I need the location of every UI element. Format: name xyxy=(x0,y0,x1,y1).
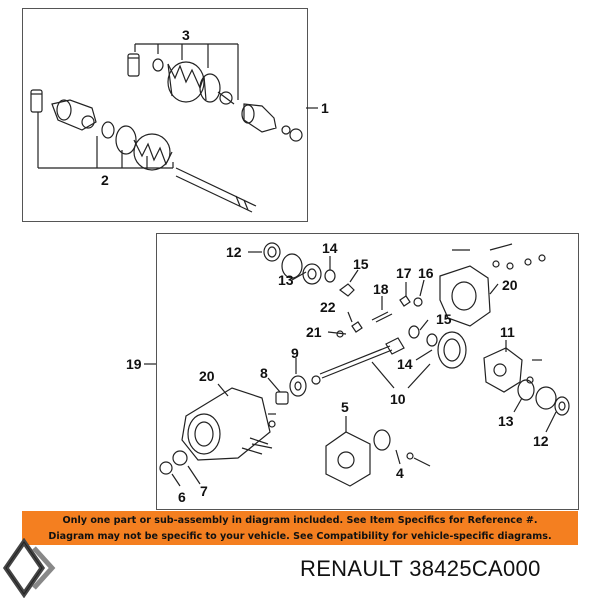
callout-number-2: 2 xyxy=(101,172,109,188)
clamp-ring-top-1 xyxy=(152,58,164,72)
callout-number-20-left: 20 xyxy=(199,368,215,384)
callout-2-bracket xyxy=(37,112,174,169)
callout-number-21: 21 xyxy=(306,324,322,340)
callout-20b-leader xyxy=(217,383,229,397)
spider-assembly-top xyxy=(217,91,235,105)
callout-13b-leader xyxy=(513,397,523,413)
callout-number-15-mid: 15 xyxy=(436,311,452,327)
callout-number-9: 9 xyxy=(291,345,299,361)
callout-number-14-mid: 14 xyxy=(397,356,413,372)
callout-number-14-top: 14 xyxy=(322,240,338,256)
callout-number-18: 18 xyxy=(373,281,389,297)
ring-gear-10 xyxy=(437,331,467,369)
companion-flange-9 xyxy=(289,375,307,397)
callout-14b-leader xyxy=(415,349,433,361)
callout-16-leader xyxy=(419,279,425,297)
disclaimer-banner: Only one part or sub-assembly in diagram… xyxy=(22,511,578,545)
disclaimer-line-2: Diagram may not be specific to your vehi… xyxy=(48,531,552,542)
spider-assembly-bottom xyxy=(81,115,95,129)
callout-number-13-top: 13 xyxy=(278,272,294,288)
callout-number-3: 3 xyxy=(182,27,190,43)
callout-15b-leader xyxy=(419,319,429,331)
stud-18 xyxy=(371,311,393,323)
bolt-15-top xyxy=(339,283,355,297)
callout-number-17: 17 xyxy=(396,265,412,281)
differential-panel xyxy=(156,233,579,510)
disclaimer-line-1: Only one part or sub-assembly in diagram… xyxy=(62,515,538,526)
callout-number-1: 1 xyxy=(321,100,329,116)
callout-number-13-bottom: 13 xyxy=(498,413,514,429)
callout-number-15-top: 15 xyxy=(353,256,369,272)
rear-cover-5 xyxy=(325,431,371,487)
spacer-15b xyxy=(408,325,420,339)
shim-13-bottom xyxy=(517,379,535,401)
washer-16 xyxy=(413,297,423,307)
shim-13-top xyxy=(281,253,303,279)
callout-number-12-bottom: 12 xyxy=(533,433,549,449)
bolt-21 xyxy=(336,330,344,338)
callout-number-8: 8 xyxy=(260,365,268,381)
washer-9b xyxy=(311,375,321,385)
callout-12b-leader xyxy=(545,411,557,433)
plug-7 xyxy=(172,450,188,466)
callout-8-leader xyxy=(267,377,281,393)
clamp-ring-top-2 xyxy=(199,73,221,103)
bearing-race-top xyxy=(324,269,336,283)
callout-number-5: 5 xyxy=(341,399,349,415)
brand-name: RENAULT xyxy=(300,556,403,581)
seal-12-bottom xyxy=(554,396,570,416)
callout-number-11: 11 xyxy=(500,324,515,340)
nut-17 xyxy=(399,295,411,307)
brand-part-label: RENAULT 38425CA000 xyxy=(300,556,541,582)
callout-3-bracket xyxy=(134,43,239,100)
seal-12-top xyxy=(263,242,281,262)
callout-15a-leader xyxy=(349,269,359,283)
callout-10-bracket xyxy=(371,361,431,389)
outer-joint-housing-top xyxy=(241,103,277,133)
axle-shaft-bottom xyxy=(175,167,257,213)
clamp-ring-bottom-2 xyxy=(115,125,137,155)
callout-number-20-top: 20 xyxy=(502,277,518,293)
callout-6-leader xyxy=(171,473,181,487)
callout-number-22: 22 xyxy=(320,299,336,315)
snap-ring-top xyxy=(281,125,291,135)
clamp-ring-bottom-1 xyxy=(101,121,115,139)
washer-6 xyxy=(159,461,173,475)
washer-top xyxy=(289,128,303,142)
callout-number-7: 7 xyxy=(200,483,208,499)
gasket-cover xyxy=(373,429,391,451)
inner-joint-housing-bottom xyxy=(51,99,97,131)
gear-carrier-20 xyxy=(181,387,273,461)
boot-band-clip-bottom xyxy=(30,89,43,113)
side-cover-20-top xyxy=(439,265,491,327)
breather-4 xyxy=(406,452,431,467)
bearing-12-bottom-race xyxy=(535,386,557,410)
callout-number-16: 16 xyxy=(418,265,434,281)
nut-22 xyxy=(351,321,363,333)
boot-band-clip-top xyxy=(127,53,140,77)
callout-number-4: 4 xyxy=(396,465,404,481)
callout-number-6: 6 xyxy=(178,489,186,505)
differential-case-11 xyxy=(483,347,523,393)
bearing-14-top xyxy=(302,263,322,285)
callout-number-19: 19 xyxy=(126,356,142,372)
boot-bottom xyxy=(133,133,173,171)
part-number: 38425CA000 xyxy=(409,556,541,581)
bolt-stud-8b xyxy=(268,413,276,428)
callout-number-10: 10 xyxy=(390,391,406,407)
stud-bolts-carrier xyxy=(241,447,263,455)
oil-seal-8 xyxy=(275,391,289,405)
callout-22-leader xyxy=(347,311,353,323)
bearing-14-mid xyxy=(426,333,438,347)
callout-4-leader xyxy=(395,449,401,465)
callout-7-leader xyxy=(187,465,201,485)
callout-20a-leader xyxy=(489,283,499,295)
callout-13a-leader xyxy=(291,271,307,281)
bolt-right xyxy=(526,359,542,384)
bolts-row-top xyxy=(452,243,546,270)
drive-pinion-10 xyxy=(319,337,405,379)
callout-number-12-top: 12 xyxy=(226,244,242,260)
renault-diamond-logo-icon xyxy=(2,538,56,598)
